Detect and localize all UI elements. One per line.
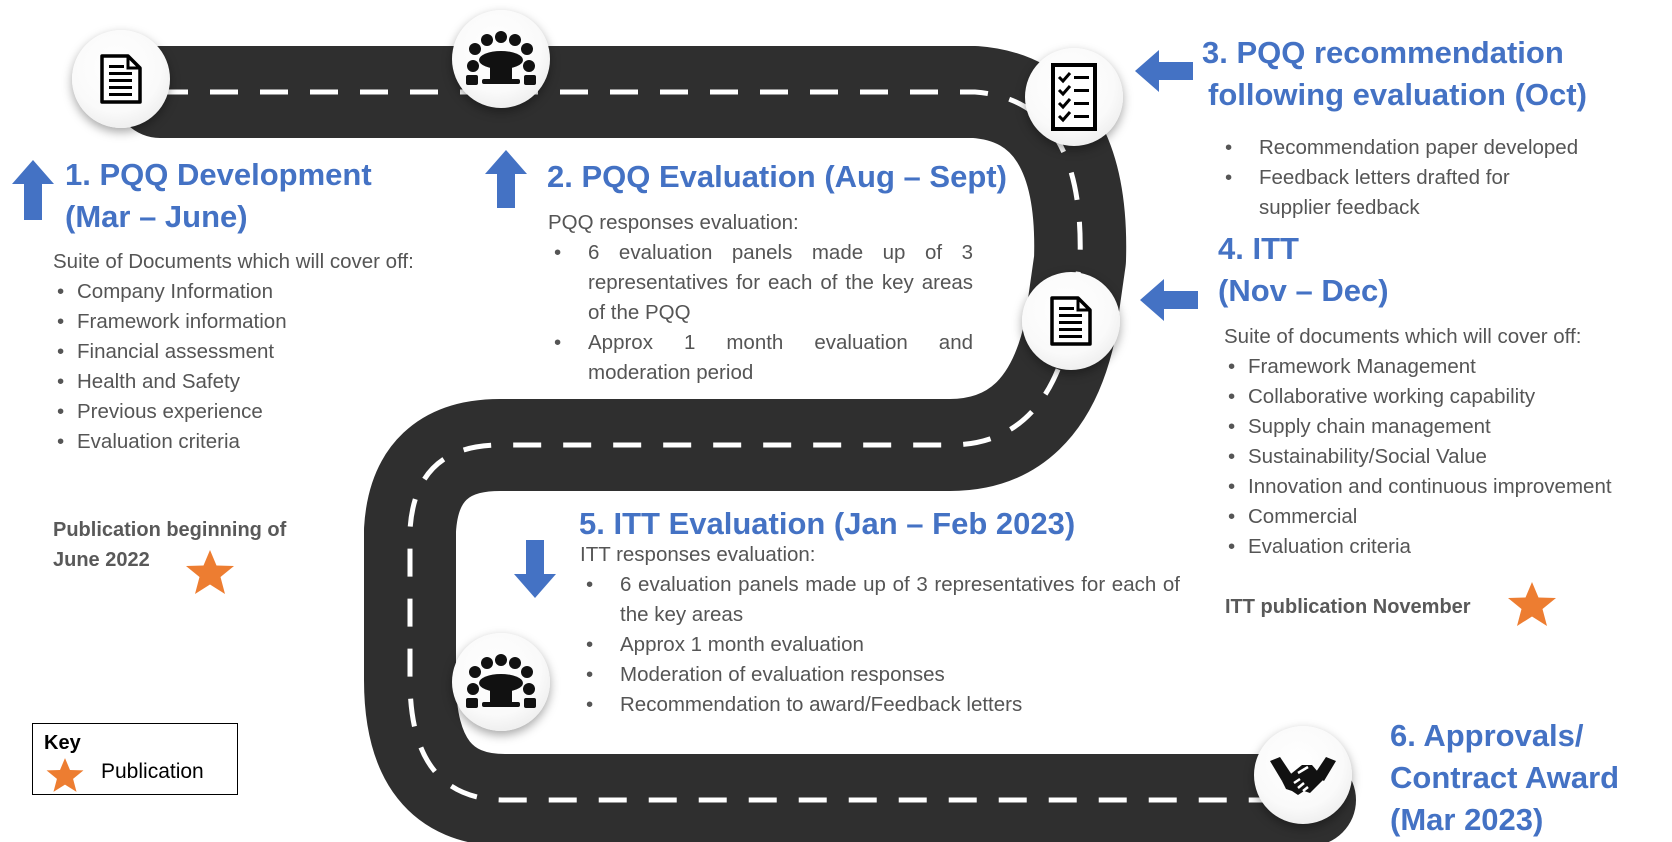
list-item: Approx 1 month evaluation and moderation… [548,328,973,388]
step-1-title: 1. PQQ Development (Mar – June) [65,157,372,234]
step-4-node [1022,272,1120,370]
star-icon [46,758,84,792]
step-4-bullets: Framework Management Collaborative worki… [1224,352,1669,562]
star-icon [1508,582,1556,626]
list-item: 6 evaluation panels made up of 3 represe… [548,238,973,328]
step-5-node [452,633,550,731]
list-item: Health and Safety [53,367,415,397]
list-item: Evaluation criteria [1224,532,1669,562]
step-3-title: 3. PQQ recommendation following evaluati… [1202,35,1587,112]
key-label: Publication [101,760,204,783]
list-item: Innovation and continuous improvement [1224,472,1669,502]
list-item: Framework Management [1224,352,1669,382]
step-4-publication: ITT publication November [1225,596,1471,618]
step-1-bullets: Company Information Framework informatio… [53,277,415,457]
list-item: Collaborative working capability [1224,382,1669,412]
list-item: Previous experience [53,397,415,427]
list-item: Company Information [53,277,415,307]
step-4-title: 4. ITT (Nov – Dec) [1218,231,1389,308]
step-2-node [452,10,550,108]
star-icon [186,550,234,594]
list-item: Evaluation criteria [53,427,415,457]
step-4-text: Suite of documents which will cover off:… [1224,322,1669,562]
step-5-text: ITT responses evaluation: 6 evaluation p… [580,540,1180,720]
list-item: Recommendation paper developed [1219,133,1629,163]
step-5-bullets: 6 evaluation panels made up of 3 represe… [580,570,1180,720]
step-1-intro: Suite of Documents which will cover off: [53,250,414,273]
left-arrow-icon [1135,50,1193,92]
step-1-node [72,30,170,128]
step-2-title: 2. PQQ Evaluation (Aug – Sept) [547,159,1007,194]
list-item: 6 evaluation panels made up of 3 represe… [580,570,1180,630]
up-arrow-icon [12,160,54,220]
step-5-intro: ITT responses evaluation: [580,543,816,566]
list-item: Recommendation to award/Feedback letters [580,690,1180,720]
list-item: Framework information [53,307,415,337]
checklist-icon [1051,63,1097,131]
step-1-publication: Publication beginning of June 2022 [53,519,287,571]
list-item: Approx 1 month evaluation [580,630,1180,660]
legend-key: Key Publication [32,723,238,795]
up-arrow-icon [485,150,527,208]
meeting-table-icon [466,654,536,708]
down-arrow-icon [514,540,556,598]
step-2-text: PQQ responses evaluation: 6 evaluation p… [548,208,973,388]
list-item: Feedback letters drafted for supplier fe… [1219,163,1559,223]
step-3-text: Recommendation paper developed Feedback … [1219,133,1629,223]
document-icon [1050,296,1092,346]
list-item: Moderation of evaluation responses [580,660,1180,690]
list-item: Sustainability/Social Value [1224,442,1669,472]
step-5-title: 5. ITT Evaluation (Jan – Feb 2023) [579,506,1076,541]
list-item: Supply chain management [1224,412,1669,442]
list-item: Commercial [1224,502,1669,532]
step-4-intro: Suite of documents which will cover off: [1224,325,1582,348]
step-2-bullets: 6 evaluation panels made up of 3 represe… [548,238,973,388]
left-arrow-icon [1140,279,1198,321]
document-icon [100,54,142,104]
step-3-node [1025,48,1123,146]
handshake-icon [1270,757,1336,795]
key-title: Key [44,732,81,754]
step-3-bullets: Recommendation paper developed Feedback … [1219,133,1629,223]
meeting-table-icon [466,31,536,85]
step-6-node [1254,726,1352,824]
step-2-intro: PQQ responses evaluation: [548,211,799,234]
step-6-title: 6. Approvals/ Contract Award (Mar 2023) [1390,718,1620,837]
list-item: Financial assessment [53,337,415,367]
step-1-text: Suite of Documents which will cover off:… [53,247,415,457]
